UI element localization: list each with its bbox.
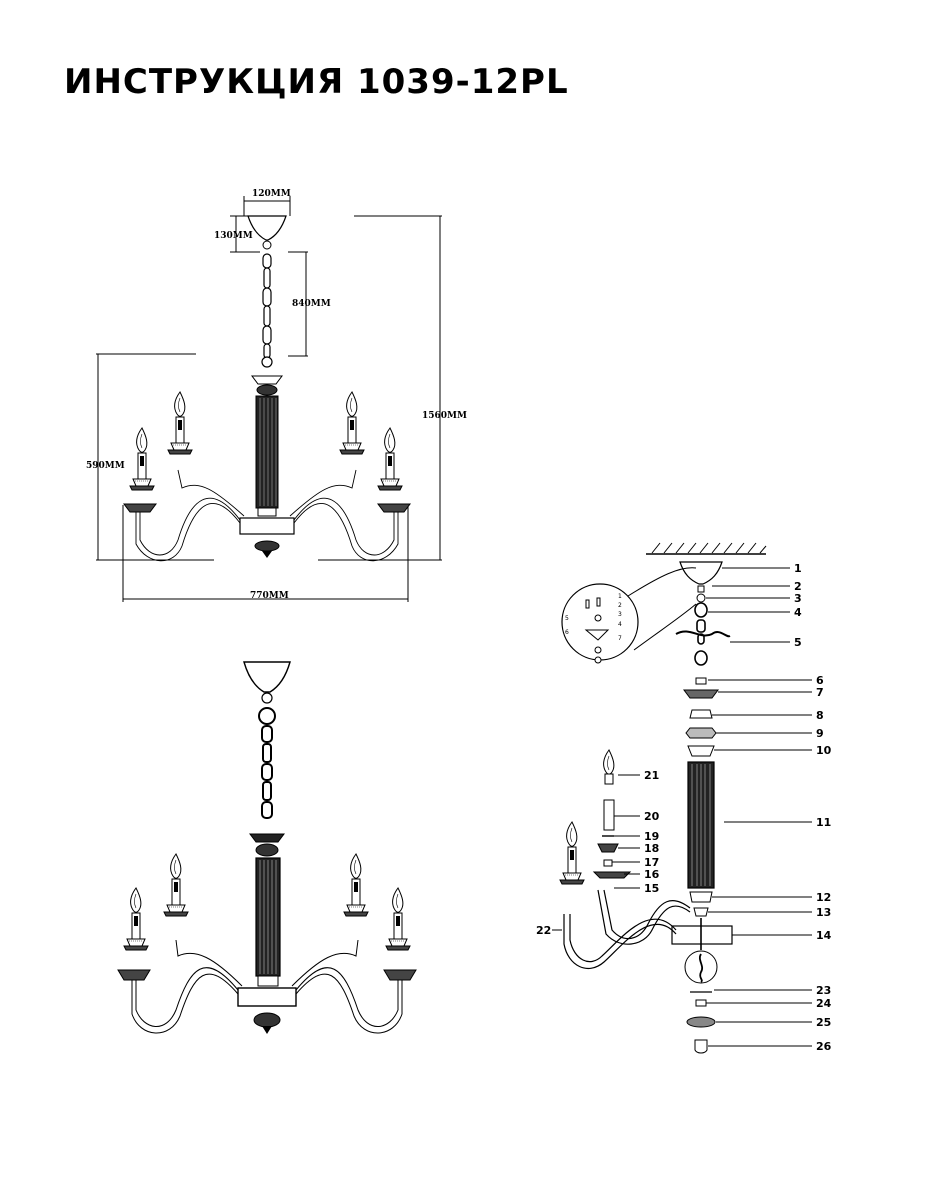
callout-12: 12: [816, 891, 831, 904]
dimensioned-drawing: 120MM 130MM 840MM 1560MM: [86, 189, 467, 602]
callout-23: 23: [816, 984, 831, 997]
callout-15: 15: [644, 882, 659, 895]
callout-4: 4: [794, 606, 802, 619]
callout-26: 26: [816, 1040, 832, 1053]
callout-22: 22: [536, 924, 551, 937]
diameter-label: 770MM: [250, 591, 289, 601]
exploded-view: [552, 542, 812, 1054]
callout-17: 17: [644, 856, 659, 869]
callout-8: 8: [816, 709, 824, 722]
callout-7: 7: [816, 686, 824, 699]
inset-label-4: 4: [618, 621, 622, 628]
inset-label-2: 2: [618, 602, 622, 609]
inset-label-6: 6: [565, 629, 569, 636]
callout-labels: 1 2 3 4 5 6 7 8 9 10 11 12 13 14 15 16 1…: [536, 562, 832, 1053]
callout-19: 19: [644, 830, 659, 843]
callout-25: 25: [816, 1016, 831, 1029]
canopy-height-label: 130MM: [214, 231, 253, 241]
total-height-label: 1560MM: [422, 411, 467, 421]
callout-20: 20: [644, 810, 660, 823]
callout-9: 9: [816, 727, 824, 740]
inset-label-3: 3: [618, 611, 622, 618]
callout-1: 1: [794, 562, 802, 575]
callout-10: 10: [816, 744, 832, 757]
callout-3: 3: [794, 592, 802, 605]
callout-6: 6: [816, 674, 824, 687]
callout-16: 16: [644, 868, 660, 881]
callout-21: 21: [644, 769, 659, 782]
inset-labels: 1 2 3 4 5 6 7: [565, 593, 622, 642]
callout-18: 18: [644, 842, 659, 855]
inset-label-5: 5: [565, 615, 569, 622]
chain-length-label: 840MM: [292, 299, 331, 309]
inset-label-1: 1: [618, 593, 622, 600]
inset-label-7: 7: [618, 635, 622, 642]
callout-11: 11: [816, 816, 831, 829]
callout-13: 13: [816, 906, 831, 919]
callout-24: 24: [816, 997, 832, 1010]
callout-14: 14: [816, 929, 832, 942]
canopy-width-label: 120MM: [252, 189, 291, 199]
callout-2: 2: [794, 580, 802, 593]
perspective-drawing: [117, 661, 417, 1034]
page-title: ИНСТРУКЦИЯ 1039-12PL: [64, 62, 569, 102]
body-height-label: 590MM: [86, 461, 125, 471]
callout-5: 5: [794, 636, 802, 649]
